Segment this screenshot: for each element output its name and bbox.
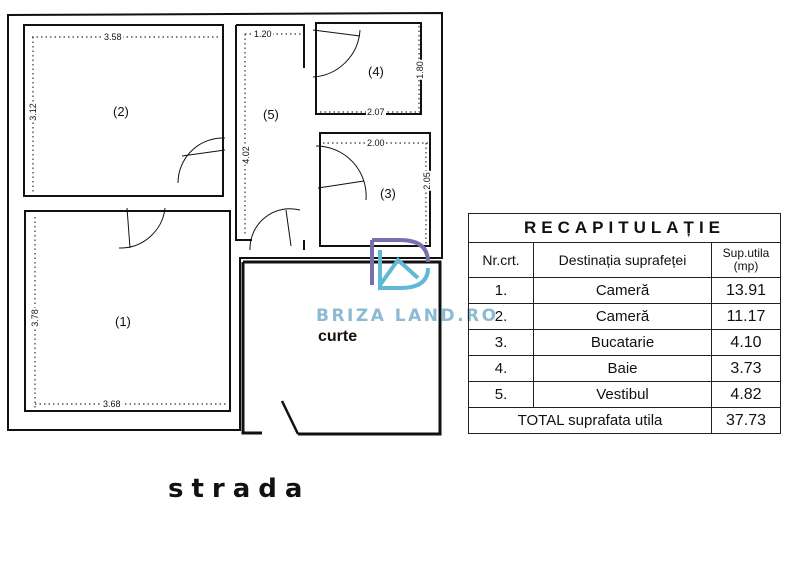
room-3-width-dim: 2.00 — [366, 138, 386, 148]
row-destination: Cameră — [533, 303, 712, 330]
room-1-width-dim: 3.68 — [102, 399, 122, 409]
total-area: 37.73 — [711, 407, 781, 434]
total-label: TOTAL suprafata utila — [468, 407, 712, 434]
room-5-wall — [235, 24, 305, 250]
room-4-height-dim: 1.80 — [414, 60, 425, 80]
recap-table: RECAPITULAȚIE Nr.crt. Destinația suprafe… — [468, 213, 781, 434]
row-area: 4.82 — [711, 381, 781, 408]
room-4-label: (4) — [368, 64, 384, 79]
room-5-label: (5) — [263, 107, 279, 122]
row-destination: Bucatarie — [533, 329, 712, 356]
room-5-height-dim: 4.02 — [240, 145, 251, 165]
row-destination: Cameră — [533, 277, 712, 304]
header-area-line2: (mp) — [733, 259, 759, 273]
header-nr: Nr.crt. — [468, 242, 534, 278]
row-area: 13.91 — [711, 277, 781, 304]
recap-title: RECAPITULAȚIE — [468, 213, 781, 243]
header-destination: Destinația suprafeței — [533, 242, 712, 278]
row-area: 4.10 — [711, 329, 781, 356]
header-area-line1: Sup.utila — [722, 246, 770, 260]
room-2-height-dim: 3.12 — [27, 102, 38, 122]
row-nr: 3. — [468, 329, 534, 356]
room-1-label: (1) — [115, 314, 131, 329]
row-nr: 2. — [468, 303, 534, 330]
room-3-label: (3) — [380, 186, 396, 201]
watermark-text: BRIZA LAND.RO — [316, 306, 499, 326]
row-nr: 1. — [468, 277, 534, 304]
row-area: 11.17 — [711, 303, 781, 330]
courtyard-wall — [243, 260, 442, 436]
room-5-width-dim: 1.20 — [253, 29, 273, 39]
table-row: 4. Baie 3.73 — [468, 355, 781, 382]
room-2-width-dim: 3.58 — [103, 32, 123, 42]
table-row: 3. Bucatarie 4.10 — [468, 329, 781, 356]
courtyard-label: curte — [318, 328, 358, 345]
room-1-height-dim: 3.78 — [29, 308, 40, 328]
row-nr: 5. — [468, 381, 534, 408]
total-row: TOTAL suprafata utila 37.73 — [468, 407, 781, 434]
outer-wall — [7, 11, 443, 431]
room-1-wall — [24, 210, 231, 412]
room-2-label: (2) — [113, 104, 129, 119]
briza-logo-icon — [370, 238, 430, 292]
header-area: Sup.utila (mp) — [711, 242, 781, 278]
row-destination: Baie — [533, 355, 712, 382]
table-row: 2. Cameră 11.17 — [468, 303, 781, 330]
street-label: strada — [168, 474, 311, 504]
room-3-height-dim: 2.05 — [421, 171, 432, 191]
room-2-wall — [23, 24, 224, 197]
table-row: 5. Vestibul 4.82 — [468, 381, 781, 408]
row-destination: Vestibul — [533, 381, 712, 408]
room-4-width-dim: 2.07 — [366, 107, 386, 117]
row-area: 3.73 — [711, 355, 781, 382]
table-row: 1. Cameră 13.91 — [468, 277, 781, 304]
row-nr: 4. — [468, 355, 534, 382]
